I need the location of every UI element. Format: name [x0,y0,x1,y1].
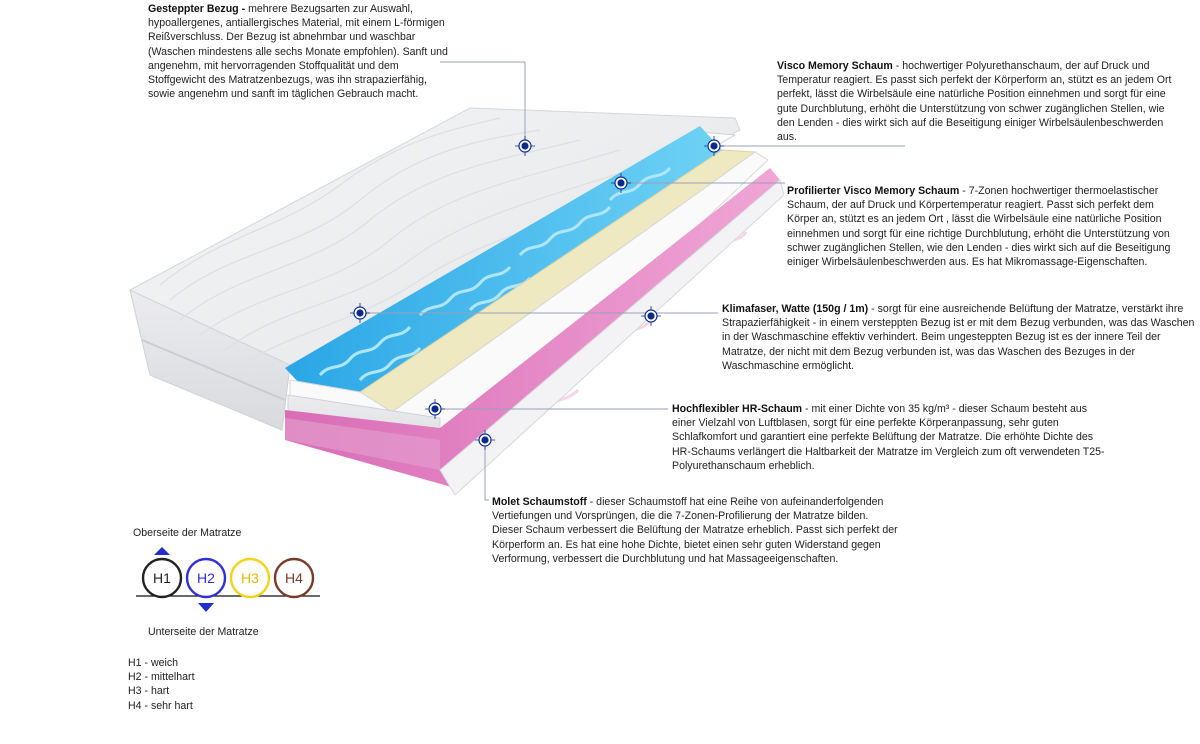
body-klimafaser: - sorgt für eine ausreichende Belüftung … [722,303,1195,372]
marker-cover [515,136,535,156]
text-hr: Hochflexibler HR-Schaum - mit einer Dich… [672,402,1110,473]
hardness-circle-label: H2 [197,570,215,586]
title-profiled: Profilierter Visco Memory Schaum [787,185,960,197]
text-klimafaser: Klimafaser, Watte (150g / 1m) - sorgt fü… [722,302,1198,373]
hardness-scale: H1 H2 H3 H4 [136,547,320,612]
text-profiled: Profilierter Visco Memory Schaum - 7-Zon… [787,184,1177,269]
hardness-circle-label: H3 [241,570,259,586]
marker-molet [475,430,495,450]
leader-line-cover [440,61,526,146]
profiled-visco-layer [285,126,722,392]
hardness-legend: H1 - weich H2 - mittelhart H3 - hart H4 … [128,656,195,713]
hardness-circle-label: H4 [285,570,303,586]
body-profiled: - 7-Zonen hochwertiger thermoelastischer… [787,185,1171,269]
legend-item-h4: H4 - sehr hart [128,699,193,712]
leader-lines [350,61,905,501]
hardness-circle-h3: H3 [229,557,271,599]
text-cover: Gesteppter Bezug - mehrere Bezugsarten z… [148,2,448,101]
title-cover: Gesteppter Bezug - [148,3,246,15]
legend-item-h1: H1 - weich [128,657,179,669]
base-layer [439,179,785,496]
mattress-cover [129,107,741,431]
arrow-down-icon [198,603,214,612]
title-hr: Hochflexibler HR-Schaum [672,403,803,415]
hardness-circle-h2: H2 [185,557,227,599]
hardness-circle-h4: H4 [273,557,315,599]
title-molet: Molet Schaumstoff [492,496,587,508]
bottom-side-label: Unterseite der Matratze [148,626,259,638]
body-visco: - hochwertiger Polyurethanschaum, der au… [777,60,1172,144]
text-visco: Visco Memory Schaum - hochwertiger Polyu… [777,59,1177,144]
marker-klimafaser [350,303,370,323]
leader-line-molet [484,440,489,501]
arrow-up-icon [154,547,170,555]
hardness-circle-h1: H1 [141,557,183,599]
body-hr: - mit einer Dichte von 35 kg/m³ - dieser… [672,403,1105,472]
hardness-circle-label: H1 [153,570,171,586]
body-molet: - dieser Schaumstoff hat eine Reihe von … [492,496,898,565]
marker-hr [425,399,445,419]
marker-klimafaser-2 [641,306,661,326]
legend-item-h3: H3 - hart [128,685,170,698]
marker-visco [704,136,724,156]
body-cover: mehrere Bezugsarten zur Auswahl, hypoall… [148,3,448,101]
marker-profiled [611,173,631,193]
legend-item-h2: H2 - mittelhart [128,671,195,684]
title-klimafaser: Klimafaser, Watte (150g / 1m) [722,303,869,315]
top-side-label: Oberseite der Matratze [133,527,242,539]
text-molet: Molet Schaumstoff - dieser Schaumstoff h… [492,495,900,566]
title-visco: Visco Memory Schaum [777,60,893,72]
